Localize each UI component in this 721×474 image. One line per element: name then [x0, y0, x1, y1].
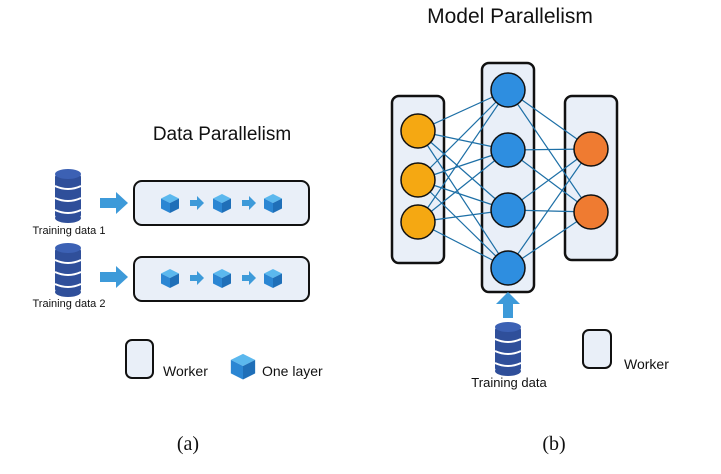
database-icon [54, 242, 82, 298]
panel-a-caption: (a) [177, 433, 199, 455]
neuron-node [400, 113, 436, 149]
neuron-node [490, 192, 526, 228]
neuron-node [490, 132, 526, 168]
panel-a-legend: Worker One layer [125, 339, 323, 380]
training-data-2-label: Training data 2 [33, 298, 106, 310]
connection-edge [507, 148, 592, 269]
layer-legend-label: One layer [262, 363, 323, 379]
input-arrow-icon [100, 266, 128, 288]
neuron-node [573, 131, 609, 167]
panel-b-title: Model Parallelism [427, 5, 593, 28]
connection-edge [417, 130, 509, 211]
connection-edge [417, 149, 509, 223]
data-parallel-row-2: Training data 2 [33, 242, 310, 310]
data-parallel-row-1: Training data 1 [33, 168, 310, 237]
connection-edge [417, 89, 509, 223]
input-up-arrow-icon [496, 292, 520, 318]
neuron-node [573, 194, 609, 230]
panel-a: Data Parallelism Training data 1 Trainin… [33, 124, 324, 455]
neuron-node [400, 204, 436, 240]
worker-legend-icon [125, 339, 154, 379]
input-arrow-icon [100, 192, 128, 214]
network-neurons [400, 72, 609, 286]
connection-edge [507, 89, 592, 213]
connection-edge [417, 89, 509, 181]
training-data-label: Training data [471, 375, 547, 390]
database-icon [494, 321, 522, 377]
database-icon [54, 168, 82, 224]
panel-b-caption: (b) [542, 433, 565, 455]
worker-legend-icon [582, 329, 612, 369]
worker-layer-3 [563, 94, 619, 262]
connection-edge [417, 179, 509, 269]
neuron-node [490, 72, 526, 108]
layer-legend-icon [230, 353, 256, 380]
neuron-node [400, 162, 436, 198]
panel-a-title: Data Parallelism [153, 124, 291, 145]
worker-legend-label: Worker [163, 363, 208, 379]
training-data-1-label: Training data 1 [33, 225, 106, 237]
worker-legend-label: Worker [624, 356, 669, 372]
neuron-node [490, 250, 526, 286]
connection-edge [417, 130, 509, 269]
panel-b: Model Parallelism Training data Worker (… [390, 5, 669, 455]
